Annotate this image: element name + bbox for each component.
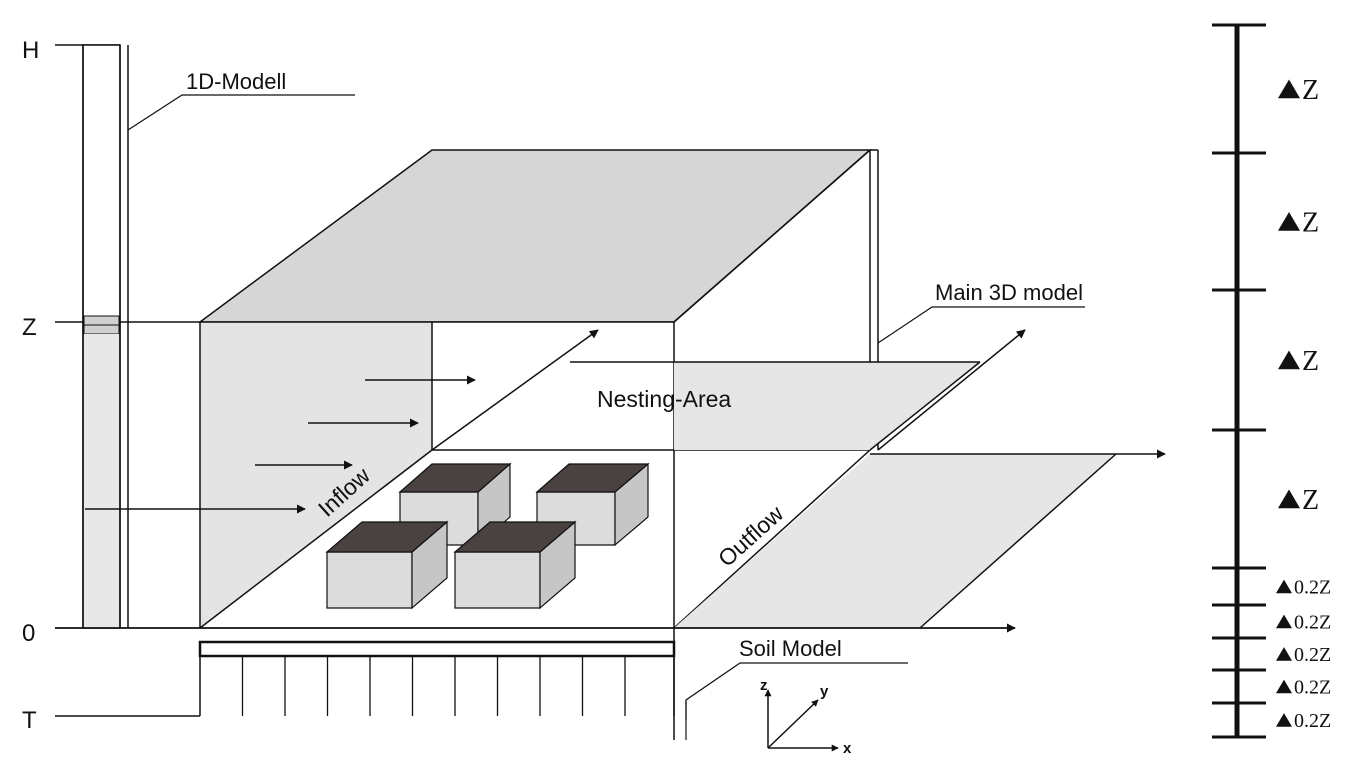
buildings <box>325 462 650 610</box>
svg-text:Main 3D model: Main 3D model <box>935 280 1083 305</box>
building-back-right <box>535 462 650 547</box>
axis-z: z <box>760 677 768 694</box>
delta-triangle-icon <box>1276 579 1292 594</box>
grid-interval-label: Z <box>1302 208 1319 239</box>
grid-interval: 0.2Z <box>1276 577 1331 599</box>
delta-triangle-icon <box>1278 79 1300 99</box>
delta-triangle-icon <box>1276 614 1292 629</box>
coordinate-axes: z y x <box>760 677 852 757</box>
grid-interval-label: 0.2Z <box>1294 612 1331 634</box>
grid-interval-label: Z <box>1302 346 1319 377</box>
grid-interval: Z <box>1278 346 1319 377</box>
label-0: 0 <box>22 620 35 647</box>
grid-interval: Z <box>1278 75 1319 106</box>
grid-interval-label: Z <box>1302 485 1319 516</box>
label-T: T <box>22 707 37 734</box>
label-nesting-area: Nesting-Area <box>597 386 731 412</box>
axis-x: x <box>843 740 852 757</box>
grid-interval: Z <box>1278 485 1319 516</box>
model-1d-column <box>82 44 129 629</box>
grid-interval-label: Z <box>1302 75 1319 106</box>
grid-interval-label: 0.2Z <box>1294 644 1331 666</box>
building-front-right <box>453 520 577 610</box>
grid-interval-label: 0.2Z <box>1294 577 1331 599</box>
building-front-left <box>325 520 449 610</box>
delta-triangle-icon <box>1276 679 1292 694</box>
grid-interval-label: 0.2Z <box>1294 710 1331 732</box>
vertical-grid-scale: Z Z Z Z 0.2Z 0.2Z 0.2Z 0.2Z 0.2Z <box>1212 23 1331 739</box>
grid-interval: Z <box>1278 208 1319 239</box>
height-axis: H Z 0 T <box>22 37 200 734</box>
grid-interval: 0.2Z <box>1276 677 1331 699</box>
nesting-area-plane: Nesting-Area <box>570 329 1026 451</box>
delta-triangle-icon <box>1278 212 1300 231</box>
delta-triangle-icon <box>1276 713 1292 727</box>
svg-text:1D-Modell: 1D-Modell <box>186 69 286 94</box>
axis-y: y <box>820 683 829 700</box>
label-H: H <box>22 37 39 64</box>
grid-interval-label: 0.2Z <box>1294 677 1331 699</box>
label-main-3d-model: Main 3D model <box>877 280 1085 344</box>
grid-interval: 0.2Z <box>1276 644 1331 666</box>
label-Z: Z <box>22 314 37 341</box>
grid-interval: 0.2Z <box>1276 710 1331 732</box>
soil-model: Soil Model <box>198 636 908 740</box>
delta-triangle-icon <box>1278 489 1300 509</box>
delta-triangle-icon <box>1276 647 1292 661</box>
grid-interval: 0.2Z <box>1276 612 1331 634</box>
label-1d-model: 1D-Modell <box>127 69 355 131</box>
delta-triangle-icon <box>1278 350 1300 370</box>
label-soil-model: Soil Model <box>739 636 842 661</box>
